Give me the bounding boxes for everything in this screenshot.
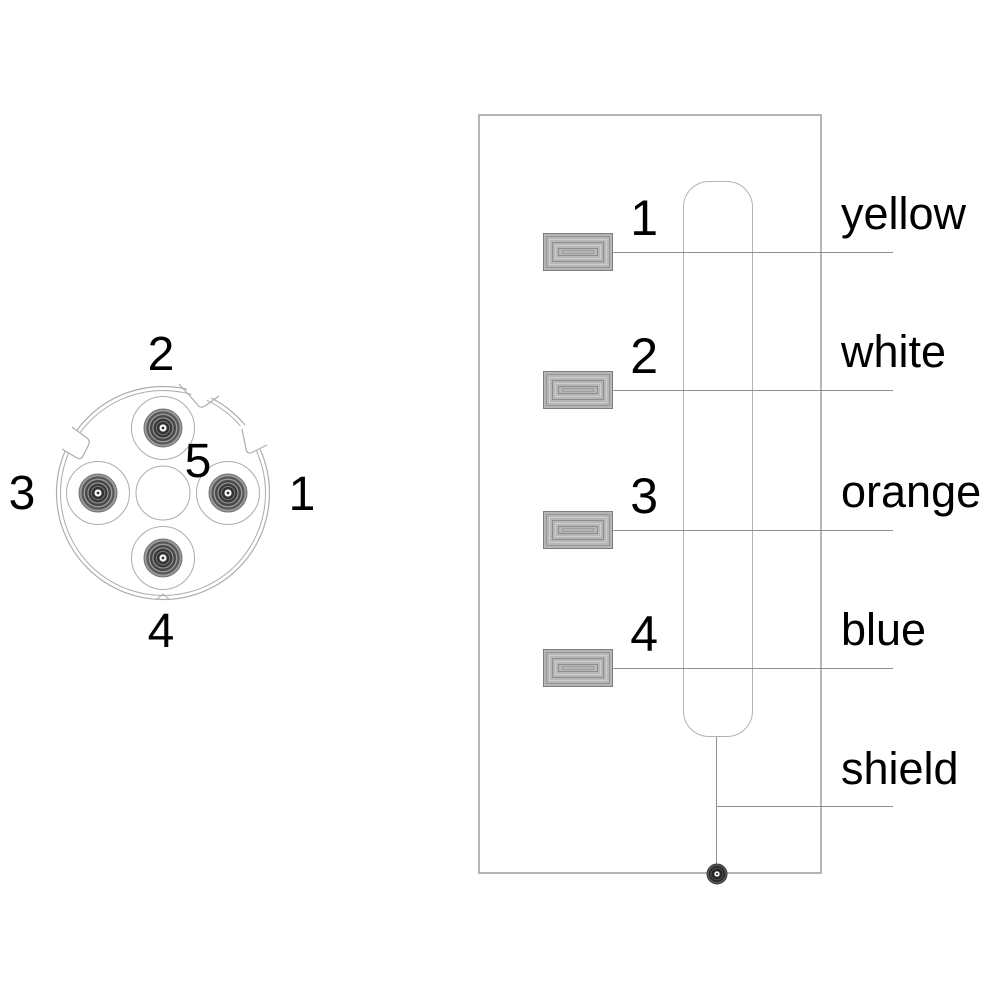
connector-body-outline [683, 181, 753, 737]
wire-line-1 [613, 252, 893, 253]
wire-pin-number-4: 4 [630, 606, 658, 662]
wire-line-2 [613, 390, 893, 391]
wire-color-label-blue: blue [841, 604, 927, 655]
wire-color-label-orange: orange [841, 466, 982, 517]
pin-label-4: 4 [147, 605, 175, 658]
wire-line-4 [613, 668, 893, 669]
wire-pin-number-1: 1 [630, 190, 658, 246]
wire-color-label-yellow: yellow [841, 188, 967, 239]
pin-label-2: 2 [147, 328, 175, 381]
terminal-block-icon [543, 233, 613, 271]
wire-color-label-white: white [841, 326, 947, 377]
shield-label: shield [841, 743, 959, 794]
wire-pin-number-3: 3 [630, 468, 658, 524]
terminal-block-icon [543, 371, 613, 409]
terminal-block-icon [543, 511, 613, 549]
wire-pin-number-2: 2 [630, 328, 658, 384]
pin-label-3: 3 [8, 467, 36, 520]
connector-face-icon [55, 374, 271, 601]
ground-contact-icon [706, 863, 728, 885]
pin-label-1: 1 [288, 468, 316, 521]
shield-drop-line [716, 737, 717, 875]
shield-wire-line [717, 806, 893, 807]
pin-label-5: 5 [184, 435, 212, 488]
diagram-frame [478, 114, 822, 874]
wire-line-3 [613, 530, 893, 531]
terminal-block-icon [543, 649, 613, 687]
